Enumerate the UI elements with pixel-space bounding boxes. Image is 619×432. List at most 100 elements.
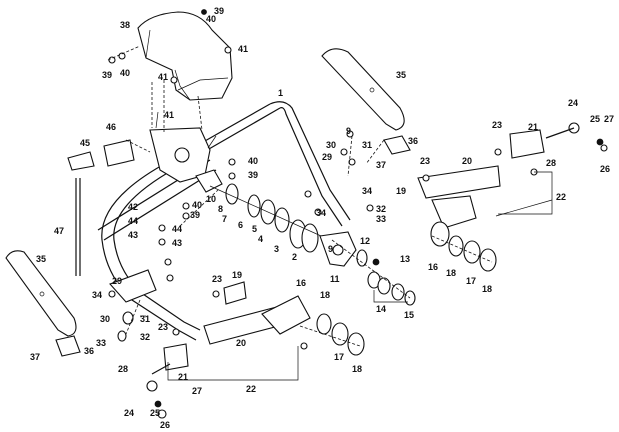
lower-bracket [146,343,189,419]
label-22b: 22 [246,384,256,394]
label-23d: 23 [158,322,168,332]
left-lower-arm [5,250,157,357]
engine-cover [137,11,233,101]
label-21a: 21 [528,122,538,132]
label-15: 15 [404,310,414,320]
label-46: 46 [106,122,116,132]
control-rod [67,139,135,276]
label-42: 42 [128,202,138,212]
label-21b: 21 [178,372,188,382]
label-19a: 19 [396,186,406,196]
right-side-plate [417,165,553,272]
label-34c: 34 [92,290,102,300]
label-23b: 23 [420,156,430,166]
label-39c: 39 [248,170,258,180]
assembly-lines [107,45,493,347]
fasteners [108,9,538,350]
label-28b: 28 [118,364,128,374]
left-bracket [149,111,217,183]
label-40d: 40 [192,200,202,210]
label-14: 14 [376,304,386,314]
part-labels: 1 2 3 4 5 6 7 8 9 9 10 11 12 13 14 15 16… [30,6,614,430]
label-9a: 9 [328,244,333,254]
label-32b: 32 [140,332,150,342]
label-38: 38 [120,20,130,30]
label-34a: 34 [362,186,372,196]
label-18c: 18 [320,290,330,300]
label-37a: 37 [376,160,386,170]
label-28a: 28 [546,158,556,168]
label-32a: 32 [376,204,386,214]
label-1: 1 [278,88,283,98]
label-24b: 24 [124,408,134,418]
label-37b: 37 [30,352,40,362]
label-3: 3 [274,244,279,254]
label-40a: 40 [206,14,216,24]
label-23a: 23 [492,120,502,130]
label-27b: 27 [192,386,202,396]
label-44b: 44 [172,224,182,234]
label-29a: 29 [322,152,332,162]
right-upper-arm [321,48,411,155]
axle-assembly [195,169,331,253]
label-35b: 35 [36,254,46,264]
label-6: 6 [238,220,243,230]
label-17a: 17 [466,276,476,286]
upper-right-bracket [494,122,608,159]
label-17b: 17 [334,352,344,362]
label-41c: 41 [164,110,174,120]
label-20a: 20 [462,156,472,166]
label-43b: 43 [172,238,182,248]
label-43a: 43 [128,230,138,240]
label-7: 7 [222,214,227,224]
label-31a: 31 [362,140,372,150]
label-34b: 34 [316,208,326,218]
label-41a: 41 [238,44,248,54]
label-40b: 40 [120,68,130,78]
label-23c: 23 [212,274,222,284]
label-22a: 22 [556,192,566,202]
label-19b: 19 [232,270,242,280]
label-2: 2 [292,252,297,262]
label-9b: 9 [346,126,351,136]
label-25a: 25 [590,114,600,124]
label-12: 12 [360,236,370,246]
label-5: 5 [252,224,257,234]
left-side-plate [203,281,365,356]
label-40c: 40 [248,156,258,166]
leader-brackets [140,171,553,381]
label-26a: 26 [600,164,610,174]
label-29b: 29 [112,276,122,286]
label-36b: 36 [84,346,94,356]
label-45: 45 [80,138,90,148]
label-18d: 18 [352,364,362,374]
label-10: 10 [206,194,216,204]
center-bracket [319,231,416,306]
label-33b: 33 [96,338,106,348]
label-30a: 30 [326,140,336,150]
label-20b: 20 [236,338,246,348]
label-25b: 25 [150,408,160,418]
label-35a: 35 [396,70,406,80]
label-11: 11 [330,274,340,284]
label-16b: 16 [296,278,306,288]
label-39a: 39 [214,6,224,16]
label-24a: 24 [568,98,578,108]
label-16a: 16 [428,262,438,272]
label-30b: 30 [100,314,110,324]
label-36a: 36 [408,136,418,146]
label-44a: 44 [128,216,138,226]
label-8: 8 [218,204,223,214]
label-39d: 39 [190,210,200,220]
label-4: 4 [258,234,263,244]
label-13: 13 [400,254,410,264]
label-47: 47 [54,226,64,236]
label-18a: 18 [446,268,456,278]
label-26b: 26 [160,420,170,430]
label-39b: 39 [102,70,112,80]
label-33a: 33 [376,214,386,224]
label-31b: 31 [140,314,150,324]
label-41b: 41 [158,72,168,82]
